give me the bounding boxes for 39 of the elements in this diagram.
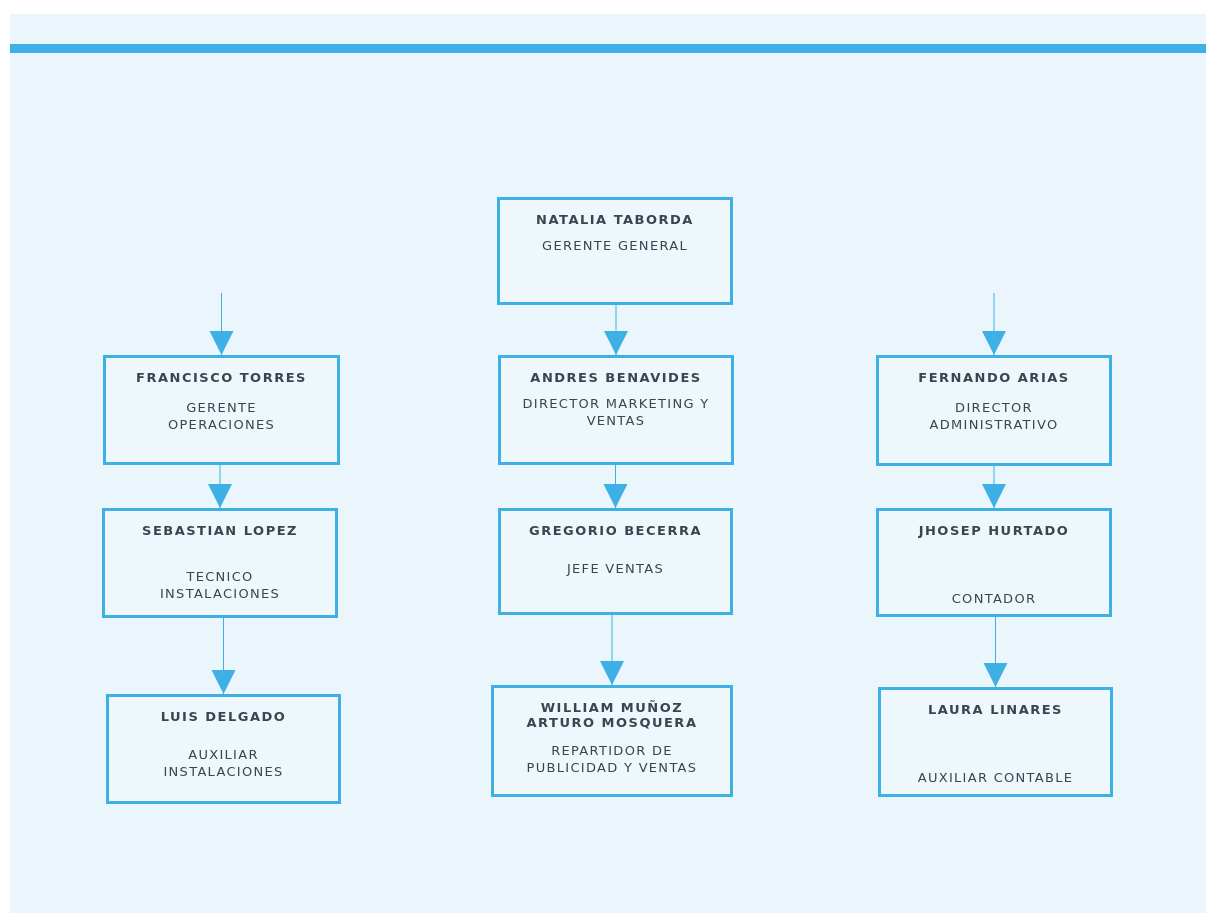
org-box (876, 508, 1112, 617)
org-box (497, 197, 733, 305)
person-name: LUIS DELGADO (160, 709, 287, 724)
person-name: GREGORIO BECERRA (529, 523, 702, 538)
job-title: DIRECTOR ADMINISTRATIVO (928, 399, 1060, 433)
org-box (498, 508, 733, 615)
job-title: CONTADOR (951, 590, 1037, 607)
connector-arrow (209, 292, 234, 356)
person-name: JHOSEP HURTADO (918, 523, 1070, 538)
job-title: AUXILIAR CONTABLE (917, 769, 1074, 786)
person-name: NATALIA TABORDA (536, 212, 694, 227)
person-name: LAURA LINARES (928, 702, 1063, 717)
connector-arrow (983, 616, 1008, 688)
org-box (491, 685, 733, 797)
job-title: GERENTE OPERACIONES (166, 399, 277, 433)
connector-arrow (982, 292, 1006, 356)
connector-arrow (982, 465, 1006, 509)
org-box (876, 355, 1112, 466)
org-box (103, 355, 340, 465)
org-box (102, 508, 338, 618)
connector-arrow (604, 304, 628, 356)
org-box (878, 687, 1113, 797)
connector-arrow (208, 464, 232, 509)
person-name: FRANCISCO TORRES (136, 370, 307, 385)
person-name: FERNANDO ARIAS (918, 370, 1070, 385)
job-title: TECNICO INSTALACIONES (158, 568, 282, 602)
job-title: AUXILIAR INSTALACIONES (162, 746, 285, 780)
job-title: JEFE VENTAS (566, 560, 665, 577)
job-title: GERENTE GENERAL (542, 237, 688, 254)
job-title: DIRECTOR MARKETING Y VENTAS (521, 395, 711, 429)
connector-arrow (211, 617, 236, 695)
person-name: ANDRES BENAVIDES (530, 370, 702, 385)
job-title: REPARTIDOR DE PUBLICIDAD Y VENTAS (525, 742, 699, 776)
connector-arrow (600, 614, 624, 686)
person-name: WILLIAM MUÑOZ ARTURO MOSQUERA (525, 700, 699, 730)
connector-arrow (603, 464, 628, 509)
person-name: SEBASTIAN LOPEZ (142, 523, 298, 538)
org-box (106, 694, 341, 804)
org-box (498, 355, 734, 465)
